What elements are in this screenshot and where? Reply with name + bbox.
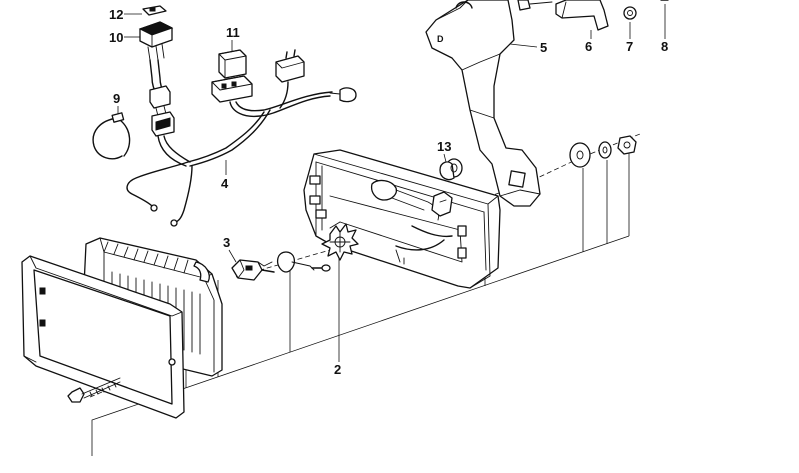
part-5-bracket: D [425,0,541,207]
spring-washer [598,141,612,159]
callout-2: 2 [334,362,341,377]
reflector-ribs [103,241,189,274]
part-10-rocker-switch [138,21,174,61]
callout-4: 4 [221,176,229,191]
mounting-hardware [569,135,637,168]
front-trim-frame [21,255,185,419]
part-13-grommet [439,158,463,181]
callout-5: 5 [540,40,547,55]
flat-washer [569,142,591,168]
part-6-clamp [555,0,609,31]
halogen-bulb [276,251,331,273]
bracket-fastener [517,0,553,11]
part-7-nut [623,6,637,20]
callout-9: 9 [113,91,120,106]
lamp-housing [303,149,501,289]
callout-13: 13 [437,139,451,154]
callout-7: 7 [626,39,633,54]
part-4-wiring-harness [126,49,357,227]
part-2-bulb-holder [321,223,359,261]
callout-6: 6 [585,39,592,54]
callout-labels: 12 10 11 9 4 5 6 7 8 13 3 2 [109,7,668,377]
part-3-lamp-socket [231,259,275,281]
part-12-switch-cap [142,5,167,16]
bracket-mark-d: D [437,34,444,44]
callout-12: 12 [109,7,123,22]
part-9-cable-tie [92,112,131,160]
hex-nut [617,135,637,155]
callout-10: 10 [109,30,123,45]
front-screw [67,377,121,403]
callout-11: 11 [226,25,240,40]
callout-8: 8 [661,39,668,54]
callout-3: 3 [223,235,230,250]
